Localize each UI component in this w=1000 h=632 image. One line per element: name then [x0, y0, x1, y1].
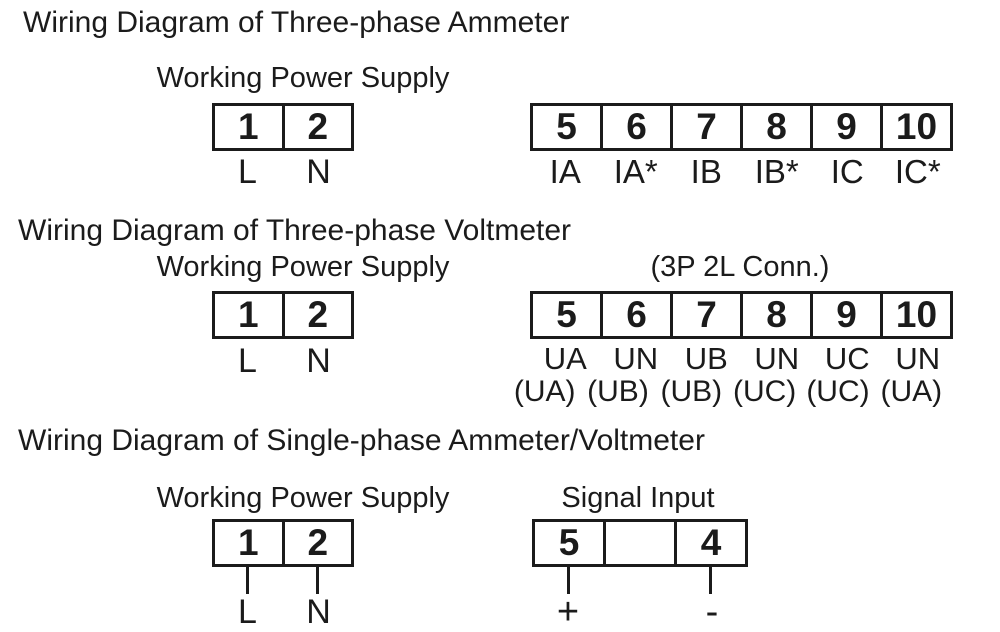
pin-label-minus: -: [705, 591, 719, 632]
pin-label-IA: IA: [549, 153, 581, 190]
voltage-input-terminal-strip: 5 6 7 8 9 10: [530, 291, 953, 339]
power-terminal-strip: 1 2: [212, 519, 354, 567]
signal-input-caption: Signal Input: [561, 482, 715, 514]
current-pin-labels: IA IA* IB IB* IC IC*: [530, 153, 953, 191]
pin-label-L: L: [238, 342, 257, 380]
pin-label-L: L: [238, 593, 257, 631]
power-terminal-strip: 1 2: [212, 291, 354, 339]
connection-type-caption: (3P 2L Conn.): [650, 251, 830, 283]
terminal-cell-5: 5: [535, 522, 606, 564]
pin-label-plus: +: [556, 591, 580, 632]
pin-label-N: N: [306, 593, 331, 631]
pin-label-UN: UN: [754, 341, 800, 376]
terminal-cell-7: 7: [673, 294, 743, 336]
power-pin-labels: L N: [212, 593, 354, 631]
terminal-cell-1: 1: [215, 106, 285, 148]
terminal-cell-blank: [606, 522, 677, 564]
pin-label-IC-star: IC*: [894, 153, 941, 190]
pin-label-N: N: [306, 342, 331, 380]
terminal-cell-2: 2: [307, 294, 329, 335]
signal-pin-labels: + -: [532, 590, 748, 632]
section-title-single-phase: Wiring Diagram of Single-phase Ammeter/V…: [18, 424, 705, 457]
terminal-cell-6: 6: [603, 106, 673, 148]
power-terminal-strip: 1 2: [212, 103, 354, 151]
voltage-pin-labels: UA UN UB UN UC UN: [530, 342, 953, 376]
pin-wire-minus: [709, 567, 712, 594]
pin-wire-L: [246, 567, 249, 594]
pin-label-IB: IB: [690, 153, 722, 190]
pin-label-IA-star: IA*: [613, 153, 658, 190]
terminal-cell-10: 10: [895, 294, 938, 335]
power-pin-labels: L N: [212, 153, 354, 191]
terminal-cell-5: 5: [533, 106, 603, 148]
power-pin-labels: L N: [212, 342, 354, 380]
pin-wire-plus: [567, 567, 570, 594]
pin-label-UA-alt: (UA): [513, 375, 576, 408]
terminal-cell-10: 10: [895, 106, 938, 147]
terminal-cell-2: 2: [307, 522, 329, 563]
pin-label-blank: [604, 590, 676, 632]
pin-label-N: N: [306, 153, 331, 191]
section-title-three-phase-ammeter: Wiring Diagram of Three-phase Ammeter: [23, 6, 570, 39]
section-title-three-phase-voltmeter: Wiring Diagram of Three-phase Voltmeter: [18, 214, 572, 247]
terminal-cell-1: 1: [215, 522, 285, 564]
pin-label-UC: UC: [824, 341, 870, 376]
pin-label-L: L: [238, 153, 257, 191]
terminal-cell-4: 4: [700, 522, 722, 563]
pin-label-UC-alt: (UC): [732, 375, 797, 408]
pin-label-UN: UN: [895, 341, 941, 376]
pin-label-UB-alt: (UB): [660, 375, 723, 408]
pin-label-IB-star: IB*: [754, 153, 799, 190]
terminal-cell-9: 9: [813, 106, 883, 148]
current-input-terminal-strip: 5 6 7 8 9 10: [530, 103, 953, 151]
power-supply-caption: Working Power Supply: [156, 62, 450, 94]
terminal-cell-2: 2: [307, 106, 329, 147]
pin-label-UB-alt: (UB): [587, 375, 649, 408]
terminal-cell-7: 7: [673, 106, 743, 148]
terminal-cell-5: 5: [533, 294, 603, 336]
terminal-cell-8: 8: [743, 294, 813, 336]
terminal-cell-1: 1: [215, 294, 285, 336]
pin-label-UN: UN: [613, 341, 659, 376]
terminal-cell-6: 6: [603, 294, 673, 336]
pin-label-UA: UA: [543, 341, 587, 376]
pin-label-UC-alt: (UC): [806, 375, 870, 408]
pin-label-UB: UB: [684, 341, 728, 376]
pin-label-UA-alt: (UA): [880, 375, 943, 408]
signal-input-terminal-strip: 5 4: [532, 519, 748, 567]
terminal-cell-9: 9: [813, 294, 883, 336]
voltage-alt-pin-labels: (UA) (UB) (UB) (UC) (UC) (UA): [508, 375, 948, 409]
pin-wire-N: [316, 567, 319, 594]
pin-label-IC: IC: [830, 153, 864, 190]
terminal-cell-8: 8: [743, 106, 813, 148]
power-supply-caption: Working Power Supply: [156, 251, 450, 283]
power-supply-caption: Working Power Supply: [156, 482, 450, 514]
